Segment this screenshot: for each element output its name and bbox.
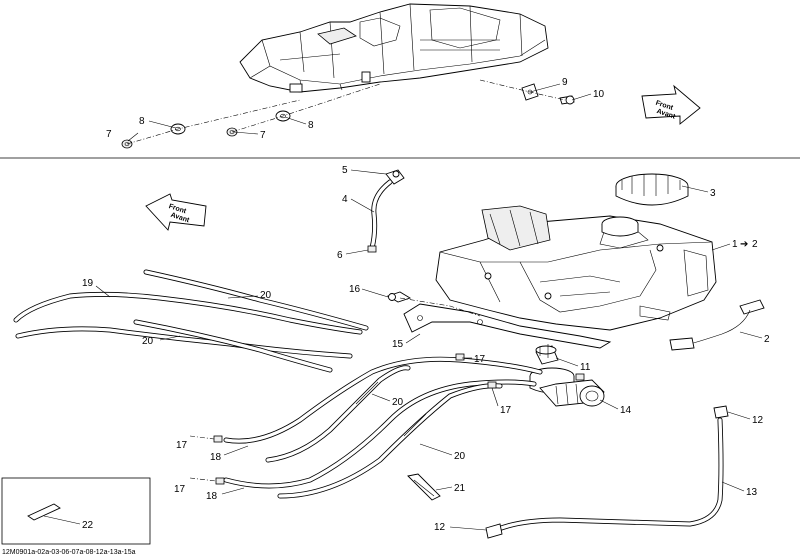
callout-17a: 17 <box>176 440 188 451</box>
clamp-12a <box>713 405 729 419</box>
hose-20d <box>265 365 411 463</box>
bolt-10 <box>559 95 575 105</box>
clamp-12b <box>485 523 503 539</box>
callout-12b: 12 <box>434 522 446 533</box>
callout-17d: 17 <box>474 354 486 365</box>
callout-1-to-2: 1 <box>732 239 738 250</box>
bolt-16 <box>386 291 412 303</box>
fuel-fitting-11 <box>535 344 559 365</box>
callout-17b: 17 <box>174 484 186 495</box>
inset-box <box>1 477 151 545</box>
callout-10: 10 <box>593 89 605 100</box>
clamp-17a <box>213 435 223 443</box>
callout-20b: 20 <box>142 336 154 347</box>
callout-1-to-2-target: 2 <box>752 239 758 250</box>
hose-20e <box>277 383 503 499</box>
callout-8b: 8 <box>308 120 314 131</box>
callout-12a: 12 <box>752 415 764 426</box>
callout-labels: 9 10 8 7 8 7 3 1 ➔ 2 2 5 4 6 16 15 11 14… <box>82 77 770 533</box>
clamp-17d <box>455 353 465 361</box>
callout-19: 19 <box>82 278 94 289</box>
reference-code: 12M0901a-02a-03-06-07a-08-12a-13a-15a <box>2 549 136 556</box>
callout-20a: 20 <box>260 290 272 301</box>
callout-20c: 20 <box>392 397 404 408</box>
hose-18a <box>223 356 543 444</box>
vent-hose-4 <box>369 179 393 251</box>
clamp-17b <box>215 477 225 485</box>
hose-20c <box>133 319 333 373</box>
clamp-17c <box>487 381 497 389</box>
callout-7b: 7 <box>260 130 266 141</box>
hose-20a <box>143 269 369 331</box>
callout-2: 2 <box>764 334 770 345</box>
front-arrow-top: Front Avant <box>641 84 701 125</box>
sensor-2 <box>669 299 765 351</box>
front-arrow-mid: Front Avant <box>145 193 207 231</box>
chassis-frame <box>239 3 549 93</box>
hose-19 <box>13 291 363 335</box>
callout-22: 22 <box>82 520 94 531</box>
callout-1-to-2-arrow: ➔ <box>740 239 748 250</box>
callout-3: 3 <box>710 188 716 199</box>
callout-7a: 7 <box>106 129 112 140</box>
callout-5: 5 <box>342 165 348 176</box>
callout-17c: 17 <box>500 405 512 416</box>
fitting-5 <box>385 169 405 185</box>
part-21 <box>407 473 441 501</box>
callout-11: 11 <box>580 362 591 373</box>
fuel-tank <box>435 205 717 331</box>
callout-8a: 8 <box>139 116 145 127</box>
fuel-pump-14 <box>529 367 605 407</box>
bracket-15 <box>403 303 612 349</box>
clamp-6 <box>367 245 377 253</box>
callout-6: 6 <box>337 250 343 261</box>
callout-18a: 18 <box>210 452 222 463</box>
part-22 <box>27 503 61 521</box>
callout-13: 13 <box>746 487 758 498</box>
hose-20b <box>15 326 353 359</box>
hose-13 <box>493 417 724 533</box>
fuel-cap <box>601 173 689 237</box>
hose-18b <box>223 379 537 489</box>
callout-9: 9 <box>562 77 568 88</box>
callout-18b: 18 <box>206 491 218 502</box>
leaders <box>43 83 763 531</box>
callout-21: 21 <box>454 483 466 494</box>
callout-4: 4 <box>342 194 348 205</box>
callout-15: 15 <box>392 339 404 350</box>
callout-14: 14 <box>620 405 632 416</box>
callout-20d: 20 <box>454 451 466 462</box>
callout-16: 16 <box>349 284 361 295</box>
